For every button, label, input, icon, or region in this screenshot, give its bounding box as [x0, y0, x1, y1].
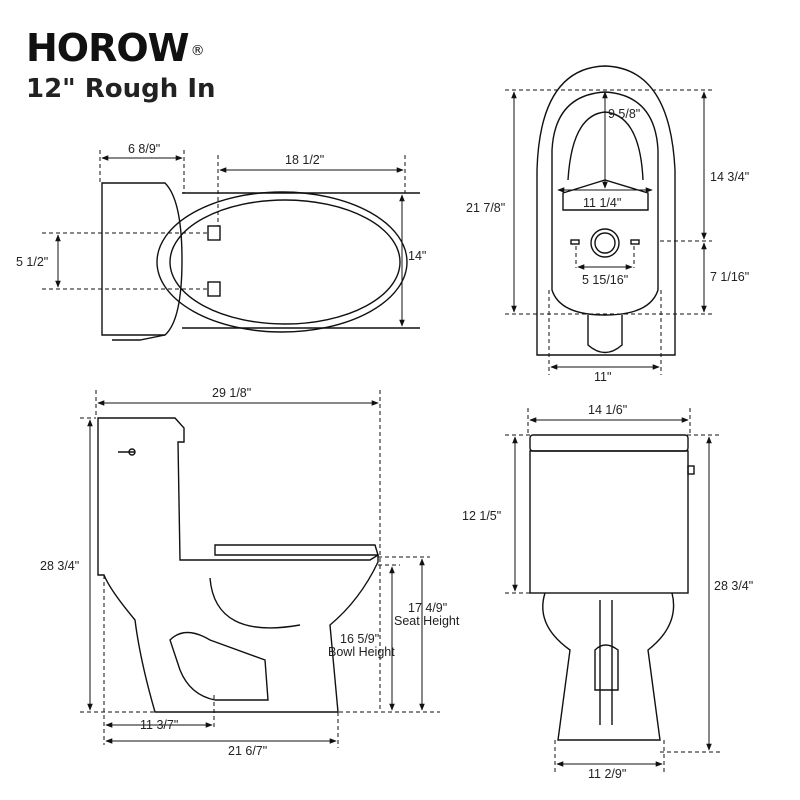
overall-length-label: 21 7/8": [466, 201, 505, 215]
side-view: 29 1/8" 28 3/4" 17 4/9" Seat Height 16 5…: [40, 386, 460, 758]
back-to-outlet-label: 14 3/4": [710, 170, 749, 184]
side-height-label: 28 3/4": [40, 559, 79, 573]
tank-outline: [101, 182, 183, 336]
front-to-outlet-label: 9 5/8": [608, 107, 640, 121]
brand-logo: HOROW®: [26, 26, 205, 70]
brand-name: HOROW: [26, 26, 190, 70]
top-view: 6 8/9" 18 1/2" 14" 5 1/2": [16, 142, 426, 341]
back-view: 14 1/6" 12 1/5" 28 3/4" 11 2/9": [462, 403, 753, 781]
back-base-width-label: 11 2/9": [588, 767, 626, 781]
registered-mark: ®: [190, 42, 205, 59]
seat-length-label: 18 1/2": [285, 153, 324, 167]
flange-width-label: 11 1/4": [583, 196, 621, 210]
overall-depth-label: 29 1/8": [212, 386, 251, 400]
seat-outline: [156, 191, 408, 333]
tank-depth-label: 6 8/9": [128, 142, 160, 156]
bowl-height-value: 16 5/9": [340, 632, 379, 646]
seat-height-label: Seat Height: [394, 614, 460, 628]
bottom-base-width-label: 11": [594, 370, 611, 384]
tank-width-label: 14 1/6": [588, 403, 627, 417]
bottom-view: 21 7/8" 9 5/8" 11 1/4" 14 3/4" 7 1/16" 5…: [466, 65, 749, 384]
back-height-label: 28 3/4": [714, 579, 753, 593]
outlet-to-rear-label: 7 1/16": [710, 270, 749, 284]
bowl-height-label: Bowl Height: [328, 645, 395, 659]
bottom-bolt-spacing-label: 5 15/16": [582, 273, 628, 287]
base-length-label: 21 6/7": [228, 744, 267, 758]
page-subtitle: 12" Rough In: [26, 74, 216, 104]
seat-height-value: 17 4/9": [408, 601, 447, 615]
bolt-spacing-label: 5 1/2": [16, 255, 48, 269]
seat-width-label: 14": [408, 249, 426, 263]
tank-height-label: 12 1/5": [462, 509, 501, 523]
rough-in-label: 11 3/7": [140, 718, 178, 732]
